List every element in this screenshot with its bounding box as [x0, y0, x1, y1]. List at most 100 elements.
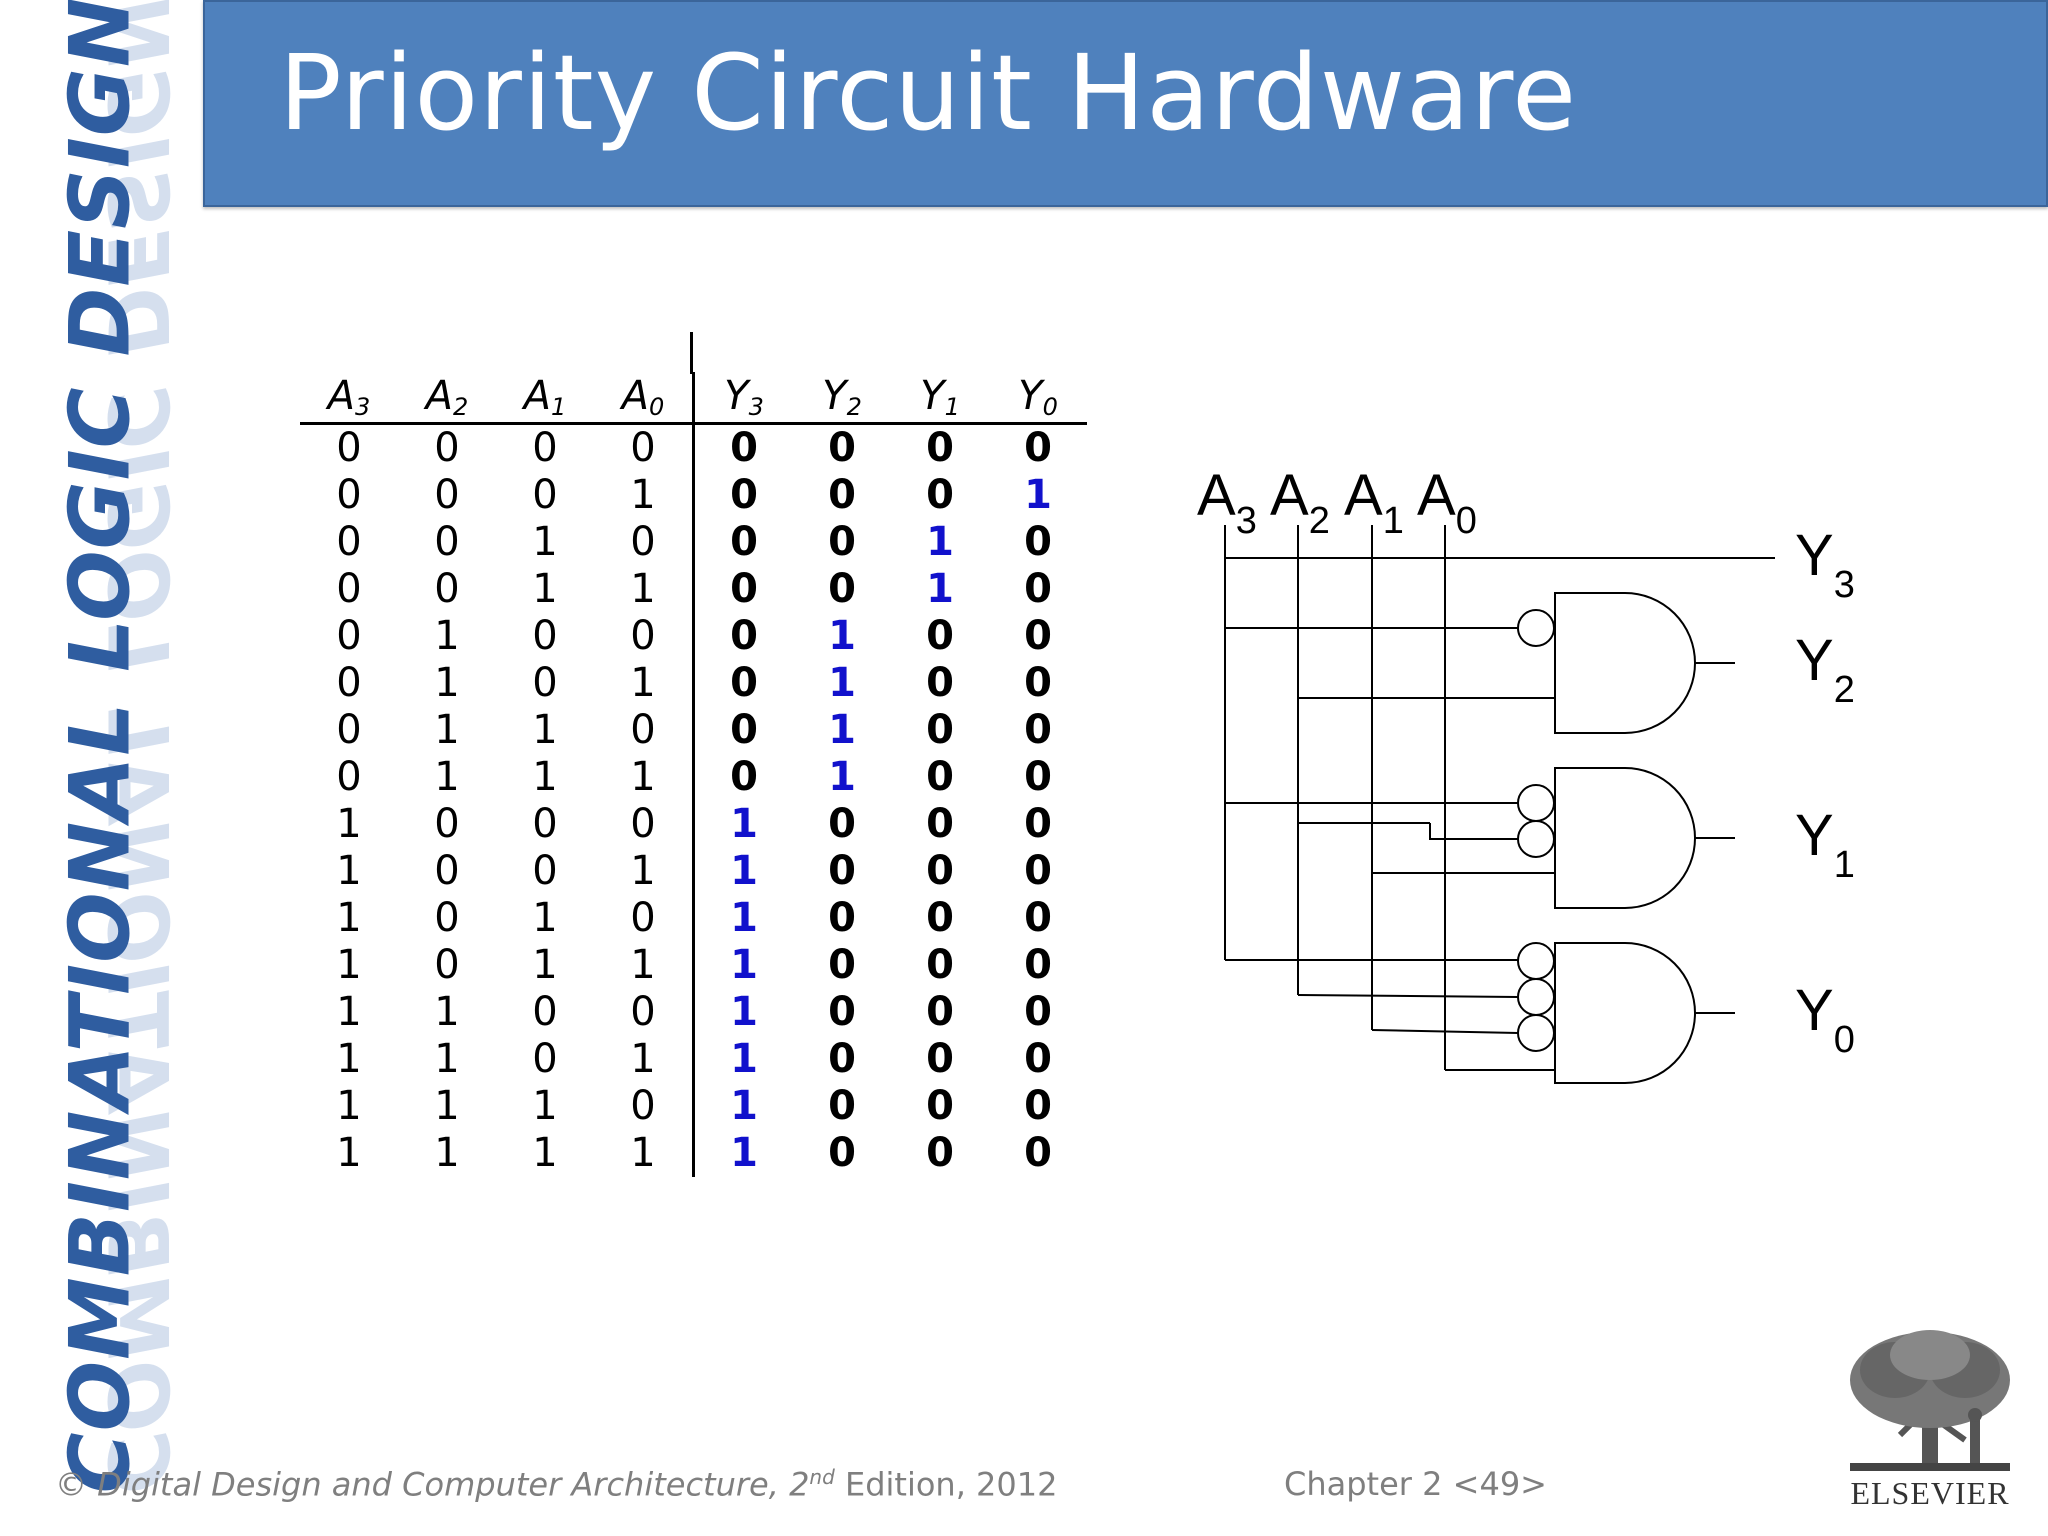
table-cell: 0: [926, 1130, 954, 1176]
input-label: A0: [1417, 463, 1477, 542]
table-cell: 0: [336, 613, 362, 659]
and-gate: [1554, 592, 1696, 734]
table-cell: 0: [1024, 895, 1052, 941]
table-cell: 0: [532, 801, 558, 847]
table-cell: 0: [336, 472, 362, 518]
output-label: Y0: [1795, 978, 1855, 1061]
table-cell: 0: [336, 660, 362, 706]
table-cell: 0: [336, 519, 362, 565]
table-cell: 0: [532, 848, 558, 894]
table-cell: 0: [926, 425, 954, 471]
truth-table-header-cell: A0: [594, 372, 694, 425]
table-cell: 0: [434, 472, 460, 518]
table-cell: 1: [532, 754, 558, 800]
copyright-suffix: Edition, 2012: [834, 1465, 1058, 1504]
and-gate: [1554, 942, 1696, 1084]
table-cell: 1: [630, 566, 656, 612]
table-cell: 0: [336, 707, 362, 753]
input-label: A2: [1270, 463, 1330, 542]
truth-table-header-cell: Y3: [692, 372, 793, 425]
elsevier-logo: ELSEVIER: [1840, 1325, 2020, 1511]
elsevier-tree-icon: [1850, 1330, 2010, 1471]
table-cell: 1: [692, 1130, 793, 1177]
table-cell: 1: [336, 1036, 362, 1082]
inverter-bubble: [1517, 820, 1555, 858]
table-cell: 1: [434, 613, 460, 659]
table-cell: 0: [828, 425, 856, 471]
table-cell: 0: [926, 989, 954, 1035]
table-cell: 1: [630, 472, 656, 518]
table-cell: 1: [828, 707, 856, 753]
table-cell: 1: [532, 566, 558, 612]
table-cell: 0: [926, 613, 954, 659]
input-label: A3: [1197, 463, 1257, 542]
truth-table-header-cell: Y1: [891, 372, 989, 425]
elsevier-wordmark: ELSEVIER: [1850, 1475, 2010, 1511]
table-cell: 0: [828, 1036, 856, 1082]
truth-table-header-cell: A1: [496, 372, 594, 425]
sidebar-title-text: COMBINATIONAL LOGIC DESIGN: [51, 0, 149, 1494]
table-cell: 0: [532, 472, 558, 518]
table-cell: 1: [336, 1130, 362, 1176]
input-wire: [1297, 994, 1519, 998]
table-cell: 1: [532, 1083, 558, 1129]
table-cell: 0: [926, 801, 954, 847]
output-label: Y1: [1795, 803, 1855, 886]
table-cell: 1: [630, 1130, 656, 1176]
table-cell: 0: [434, 566, 460, 612]
inverter-bubble: [1517, 1014, 1555, 1052]
table-cell: 0: [692, 754, 793, 801]
table-cell: 1: [926, 566, 954, 612]
table-cell: 0: [926, 1083, 954, 1129]
table-cell: 1: [630, 754, 656, 800]
table-cell: 0: [1024, 707, 1052, 753]
table-cell: 0: [926, 660, 954, 706]
table-cell: 1: [630, 1036, 656, 1082]
table-cell: 1: [336, 848, 362, 894]
table-cell: 0: [434, 942, 460, 988]
table-cell: 0: [532, 989, 558, 1035]
table-cell: 0: [336, 566, 362, 612]
table-cell: 0: [434, 519, 460, 565]
table-cell: 1: [692, 989, 793, 1036]
table-cell: 1: [1024, 472, 1052, 518]
table-cell: 1: [630, 848, 656, 894]
table-cell: 0: [630, 801, 656, 847]
input-wire: [1371, 1029, 1519, 1034]
table-cell: 0: [1024, 660, 1052, 706]
inverter-bubble: [1517, 609, 1555, 647]
table-cell: 0: [434, 895, 460, 941]
table-cell: 0: [926, 942, 954, 988]
table-cell: 1: [926, 519, 954, 565]
sidebar: COMBINATIONAL LOGIC DESIGN COMBINATIONAL…: [0, 0, 200, 1493]
inverter-bubble: [1517, 978, 1555, 1016]
table-cell: 0: [434, 801, 460, 847]
table-cell: 0: [692, 472, 793, 519]
table-cell: 0: [336, 754, 362, 800]
table-cell: 1: [532, 1130, 558, 1176]
table-cell: 0: [1024, 942, 1052, 988]
table-cell: 1: [434, 1083, 460, 1129]
table-cell: 0: [828, 472, 856, 518]
table-cell: 0: [1024, 1036, 1052, 1082]
table-cell: 1: [434, 707, 460, 753]
table-cell: 1: [532, 707, 558, 753]
table-cell: 0: [828, 1130, 856, 1176]
table-cell: 1: [692, 848, 793, 895]
table-cell: 0: [434, 848, 460, 894]
table-cell: 0: [926, 707, 954, 753]
table-cell: 0: [828, 801, 856, 847]
